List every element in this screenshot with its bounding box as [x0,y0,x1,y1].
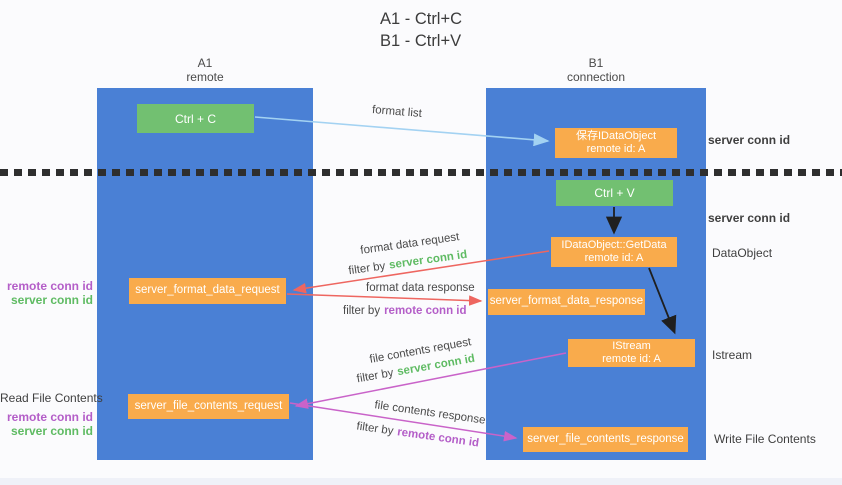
node-ctrl-v-label: Ctrl + V [594,186,635,200]
column-header-b1: B1 connection [536,56,656,84]
label-format-list: format list [371,104,423,120]
label-file-contents-response: file contents response [373,399,487,427]
column-a1-title: A1 [197,56,213,70]
node-idataobject-getdata: IDataObject::GetData remote id: A [551,237,677,267]
column-b1-subtitle: connection [566,70,626,84]
annotation-server-conn-id-mid: server conn id [708,211,791,225]
node-ctrl-c-label: Ctrl + C [174,111,216,126]
node-istream: IStream remote id: A [568,339,695,367]
annotation-read-file-contents: Read File Contents [0,391,103,405]
node-ctrl-c: Ctrl + C [137,104,254,133]
diagram-title: A1 - Ctrl+C B1 - Ctrl+V [0,8,842,52]
column-header-a1: A1 remote [145,56,265,84]
node-server-file-contents-response: server_file_contents_response [523,427,688,452]
node-save-idataobject: 保存IDataObject remote id: A [555,128,677,158]
node-server-format-data-response-label: server_format_data_response [489,295,644,308]
annotation-dataobject: DataObject [712,246,773,260]
node-ctrl-v: Ctrl + V [556,180,673,206]
node-server-format-data-response: server_format_data_response [488,289,645,315]
title-line-ctrl-c: A1 - Ctrl+C [379,10,463,28]
annotation-remote-conn-id-format: remote conn id [6,279,93,293]
node-server-format-data-request: server_format_data_request [129,278,286,304]
title-line-ctrl-v: B1 - Ctrl+V [379,32,462,50]
node-istream-line1: IStream [612,339,651,352]
node-server-format-data-request-label: server_format_data_request [135,284,280,297]
node-getdata-line2: remote id: A [584,252,644,264]
node-istream-line2: remote id: A [602,353,661,365]
annotation-read-file-block: Read File Contents remote conn id server… [0,391,103,438]
node-server-file-contents-request: server_file_contents_request [128,394,289,419]
arrow-format-data-response [286,293,483,306]
node-save-idataobject-line2: remote id: A [586,143,646,155]
label-format-data-response: format data response [366,282,475,294]
annotation-remote-conn-id-file: remote conn id [6,410,93,424]
node-getdata-line1: IDataObject::GetData [561,238,667,251]
annotation-server-conn-id-file: server conn id [10,424,93,438]
column-b1-title: B1 [588,56,604,70]
annotation-server-conn-id-format: server conn id [10,293,93,307]
node-server-file-contents-request-label: server_file_contents_request [134,399,283,412]
annotation-format-conn-ids: remote conn id server conn id [0,279,93,307]
phase-separator-dashed-line [0,169,842,176]
column-a1-subtitle: remote [186,70,224,84]
bottom-edge-strip [0,478,842,485]
node-server-file-contents-response-label: server_file_contents_response [527,432,684,445]
annotation-istream: Istream [712,348,753,362]
annotation-server-conn-id-top: server conn id [708,133,791,147]
annotation-write-file-contents: Write File Contents [714,432,816,446]
node-save-idataobject-line1: 保存IDataObject [575,129,657,142]
